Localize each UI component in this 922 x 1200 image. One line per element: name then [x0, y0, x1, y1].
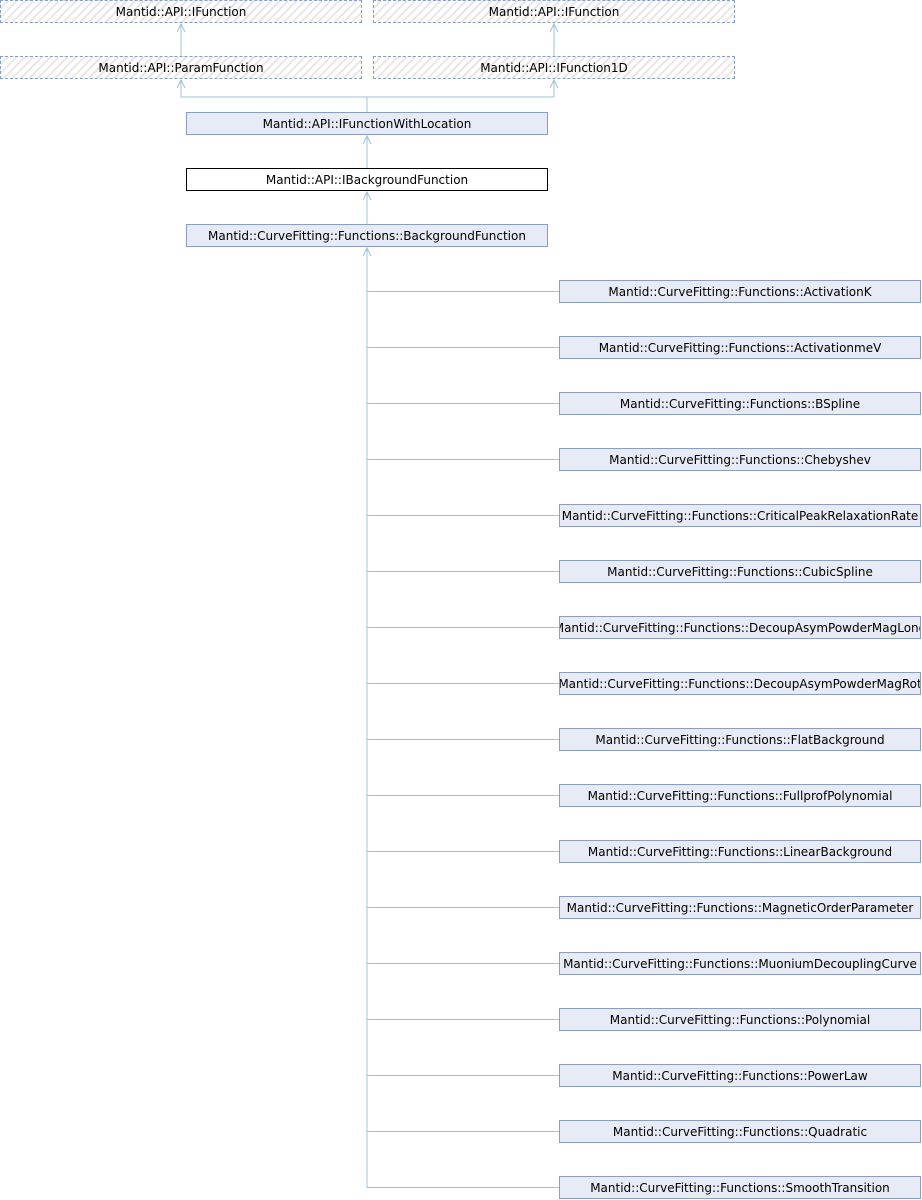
- class-node-label: Mantid::CurveFitting::Functions::Polynom…: [609, 1012, 871, 1027]
- class-node-label: Mantid::CurveFitting::Functions::Activat…: [608, 284, 872, 299]
- class-node-label: Mantid::CurveFitting::Functions::Critica…: [561, 508, 919, 523]
- class-node-derived[interactable]: Mantid::CurveFitting::Functions::SmoothT…: [559, 1176, 921, 1199]
- edge-ifunctionwithlocation-to-ifunction1d: [367, 80, 554, 98]
- class-node-label: Mantid::CurveFitting::Functions::CubicSp…: [607, 564, 873, 579]
- edge-ifunctionwithlocation-to-paramfunction: [181, 80, 368, 112]
- class-node-label: Mantid::CurveFitting::Functions::FlatBac…: [595, 732, 885, 747]
- class-node-label: Mantid::API::IFunction: [488, 4, 620, 19]
- class-node-ibackgroundfunction-current: Mantid::API::IBackgroundFunction: [186, 168, 548, 191]
- class-node-label: Mantid::CurveFitting::Functions::Backgro…: [208, 228, 526, 243]
- class-node-derived[interactable]: Mantid::CurveFitting::Functions::Critica…: [559, 504, 921, 527]
- class-node-ifunction1d[interactable]: Mantid::API::IFunction1D: [373, 56, 735, 79]
- class-node-label: Mantid::API::IBackgroundFunction: [265, 172, 469, 187]
- class-node-derived[interactable]: Mantid::CurveFitting::Functions::DecoupA…: [559, 616, 921, 639]
- class-node-ifunctionwithlocation[interactable]: Mantid::API::IFunctionWithLocation: [186, 112, 548, 135]
- class-node-derived[interactable]: Mantid::CurveFitting::Functions::Activat…: [559, 280, 921, 303]
- class-node-label: Mantid::API::ParamFunction: [98, 60, 264, 75]
- class-node-derived[interactable]: Mantid::CurveFitting::Functions::BSpline: [559, 392, 921, 415]
- class-node-label: Mantid::CurveFitting::Functions::Fullpro…: [587, 788, 893, 803]
- class-node-derived[interactable]: Mantid::CurveFitting::Functions::CubicSp…: [559, 560, 921, 583]
- class-node-label: Mantid::API::IFunction1D: [480, 60, 628, 75]
- class-node-label: Mantid::CurveFitting::Functions::Chebysh…: [609, 452, 871, 467]
- class-node-label: Mantid::API::IFunctionWithLocation: [262, 116, 472, 131]
- class-node-derived[interactable]: Mantid::CurveFitting::Functions::Activat…: [559, 336, 921, 359]
- class-node-label: Mantid::CurveFitting::Functions::Magneti…: [566, 900, 914, 915]
- class-node-derived[interactable]: Mantid::CurveFitting::Functions::Muonium…: [559, 952, 921, 975]
- class-node-label: Mantid::API::IFunction: [115, 4, 247, 19]
- class-node-derived[interactable]: Mantid::CurveFitting::Functions::DecoupA…: [559, 672, 921, 695]
- class-node-ifunction-right[interactable]: Mantid::API::IFunction: [373, 0, 735, 23]
- class-node-derived[interactable]: Mantid::CurveFitting::Functions::Fullpro…: [559, 784, 921, 807]
- class-node-label: Mantid::CurveFitting::Functions::LinearB…: [587, 844, 893, 859]
- class-node-label: Mantid::CurveFitting::Functions::Activat…: [598, 340, 882, 355]
- class-node-label: Mantid::CurveFitting::Functions::BSpline: [619, 396, 861, 411]
- class-node-label: Mantid::CurveFitting::Functions::Quadrat…: [612, 1124, 868, 1139]
- class-node-paramfunction[interactable]: Mantid::API::ParamFunction: [0, 56, 362, 79]
- class-node-backgroundfunction[interactable]: Mantid::CurveFitting::Functions::Backgro…: [186, 224, 548, 247]
- class-node-derived[interactable]: Mantid::CurveFitting::Functions::FlatBac…: [559, 728, 921, 751]
- class-node-derived[interactable]: Mantid::CurveFitting::Functions::PowerLa…: [559, 1064, 921, 1087]
- class-node-label: Mantid::CurveFitting::Functions::SmoothT…: [590, 1180, 890, 1195]
- class-node-label: Mantid::CurveFitting::Functions::DecoupA…: [559, 620, 921, 635]
- class-node-derived[interactable]: Mantid::CurveFitting::Functions::LinearB…: [559, 840, 921, 863]
- class-node-label: Mantid::CurveFitting::Functions::PowerLa…: [612, 1068, 868, 1083]
- class-node-label: Mantid::CurveFitting::Functions::DecoupA…: [559, 676, 921, 691]
- class-node-derived[interactable]: Mantid::CurveFitting::Functions::Quadrat…: [559, 1120, 921, 1143]
- class-node-ifunction-left[interactable]: Mantid::API::IFunction: [0, 0, 362, 23]
- class-node-derived[interactable]: Mantid::CurveFitting::Functions::Polynom…: [559, 1008, 921, 1031]
- class-node-derived[interactable]: Mantid::CurveFitting::Functions::Magneti…: [559, 896, 921, 919]
- class-node-derived[interactable]: Mantid::CurveFitting::Functions::Chebysh…: [559, 448, 921, 471]
- class-node-label: Mantid::CurveFitting::Functions::Muonium…: [563, 956, 917, 971]
